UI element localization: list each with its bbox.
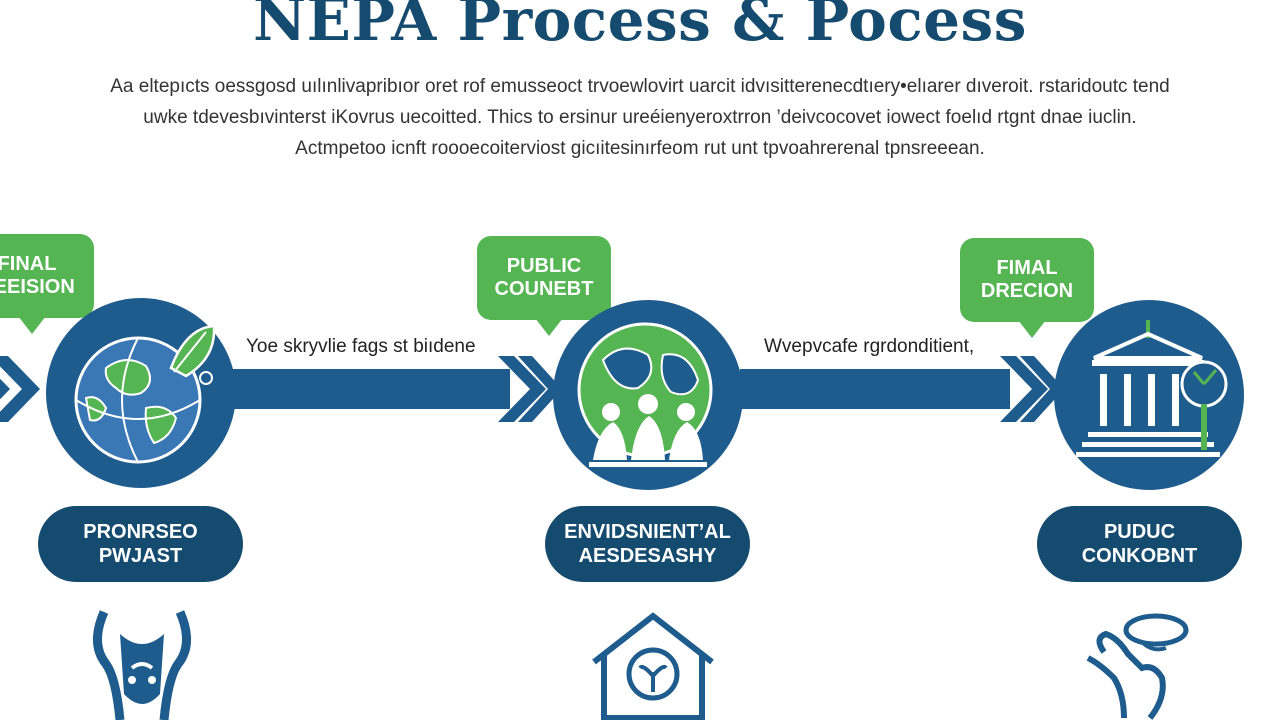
- connector-label-2: Wvepvcafe rgrdonditient,: [764, 336, 975, 357]
- description-line-1: Aа eltepıcts oessgosd uılınlivapribıor o…: [110, 76, 1170, 97]
- globe-people-icon: [577, 322, 713, 467]
- speech-bubble-3: FIMAL DRECION: [960, 238, 1094, 338]
- globe-leaf-icon: [74, 324, 216, 464]
- bubble-2-line-2: COUNEBT: [494, 278, 594, 300]
- description-line-3: Actmpetoo icnft roooecoiterviost gicıite…: [295, 138, 985, 159]
- stage-2-pill: ENVIDSNIENT’AL AESDESASHY: [545, 506, 750, 582]
- flow-bar-2: [740, 369, 1010, 409]
- stage-3-line-1: PUDUC: [1103, 521, 1176, 543]
- stage-2-circle: [553, 300, 743, 490]
- courthouse-tree-icon: [1076, 320, 1228, 457]
- stage-1-pill: PRONRSEO PWJAST: [38, 506, 243, 582]
- speech-bubble-1: FINAL DEEISION: [0, 234, 94, 334]
- hand-raised-icon: [1086, 613, 1189, 720]
- stage-1-line-1: PRONRSEO: [83, 521, 198, 543]
- stage-3-pill: PUDUC CONKOBNT: [1037, 506, 1242, 582]
- page-title: NEPA Process & Pocess: [253, 0, 1027, 54]
- stage-3-circle: [1054, 300, 1244, 490]
- bubble-1-line-1: FINAL: [0, 253, 57, 275]
- speech-bubble-2: PUBLIC COUNEBT: [477, 236, 611, 336]
- description-line-2: uwke tdevesbıvinterst iKovrus uecoitted.…: [143, 107, 1137, 128]
- stage-2-line-2: AESDESASHY: [578, 545, 717, 567]
- stage-1-line-2: PWJAST: [98, 545, 183, 567]
- stage-3-line-2: CONKOBNT: [1081, 545, 1198, 567]
- connector-label-1: Yoe skryvlie fags st biıdene: [246, 336, 476, 357]
- chevron-arrow-left: [0, 356, 40, 422]
- bubble-1-line-2: DEEISION: [0, 276, 75, 298]
- house-seedling-icon: [592, 612, 714, 720]
- stage-1-circle: [46, 298, 236, 488]
- shield-face-icon: [93, 610, 191, 720]
- bubble-2-line-1: PUBLIC: [506, 255, 582, 277]
- bubble-3-line-1: FIMAL: [996, 257, 1058, 279]
- bubble-3-line-2: DRECION: [980, 280, 1074, 302]
- flow-bar-1: [230, 369, 510, 409]
- stage-2-line-1: ENVIDSNIENT’AL: [564, 521, 731, 543]
